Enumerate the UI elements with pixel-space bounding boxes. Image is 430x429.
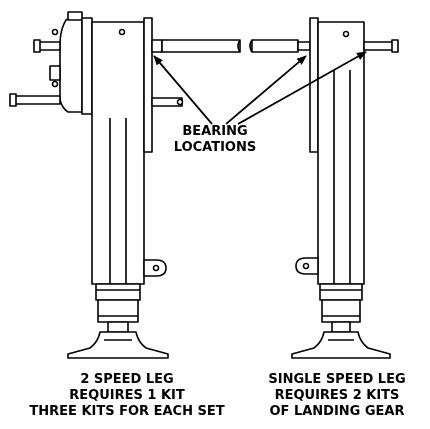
cross-shaft-collar [297,41,311,51]
single-speed-leg [291,17,399,359]
right-caption-line2: REQUIRES 2 KITS [274,388,400,403]
left-caption-line2: REQUIRES 1 KIT [69,388,185,403]
left-caption-line1: 2 SPEED LEG [80,372,174,387]
right-caption-line3: OF LANDING GEAR [269,404,405,419]
leg-inner-tube [319,283,363,301]
crank-shaft [13,95,61,105]
input-shaft-right [363,41,395,51]
foot-neck [107,321,129,333]
leg-inner-tube-lower [97,299,139,323]
bearing-label-line1: BEARING [182,124,248,139]
two-speed-leg [9,11,184,359]
shaft-break-right [249,39,253,53]
gearbox-housing [59,17,83,113]
cross-shaft [161,39,311,53]
input-shaft-upper-tip [33,39,41,53]
shaft-break-left [237,39,241,53]
bolt-icon [342,30,350,38]
bolt-icon [176,98,184,106]
arrow-right-bearing [237,51,367,125]
foot-pad [291,331,391,359]
gearbox-flange [81,17,93,115]
arrow-left-bearing [153,55,213,125]
two-speed-leg-caption: 2 SPEED LEG REQUIRES 1 KIT THREE KITS FO… [20,372,234,420]
gearbox-knob [49,65,61,81]
foot-pad [67,331,169,359]
bearing-label-line2: LOCATIONS [173,140,257,155]
left-caption-line3: THREE KITS FOR EACH SET [29,404,225,419]
input-shaft-upper [37,41,61,51]
right-caption-line1: SINGLE SPEED LEG [268,372,406,387]
foot-neck [331,321,351,333]
pin-hole [302,262,310,270]
pin-hole [152,264,160,272]
leg-outer-tube [317,21,365,285]
bearing-arrows [153,51,367,125]
bolt-icon [118,28,126,36]
bearing-locations-label: BEARING LOCATIONS [150,124,280,156]
arrow-center-bearing [225,55,307,125]
crank-shaft-tip [9,93,17,107]
single-speed-leg-caption: SINGLE SPEED LEG REQUIRES 2 KITS OF LAND… [244,372,430,420]
leg-outer-tube [91,21,145,285]
input-shaft-right-tip [391,39,399,53]
cross-shaft-stub [151,39,163,53]
mounting-plate [143,17,153,153]
mounting-plate [309,17,319,153]
cross-shaft-right-segment [251,39,299,53]
leg-inner-tube [95,283,141,301]
cross-shaft-left-segment [161,39,241,53]
leg-inner-tube-lower [321,299,361,323]
bolt-icon [51,28,59,36]
gearbox-cap [67,11,83,21]
bolt-icon [51,80,59,88]
